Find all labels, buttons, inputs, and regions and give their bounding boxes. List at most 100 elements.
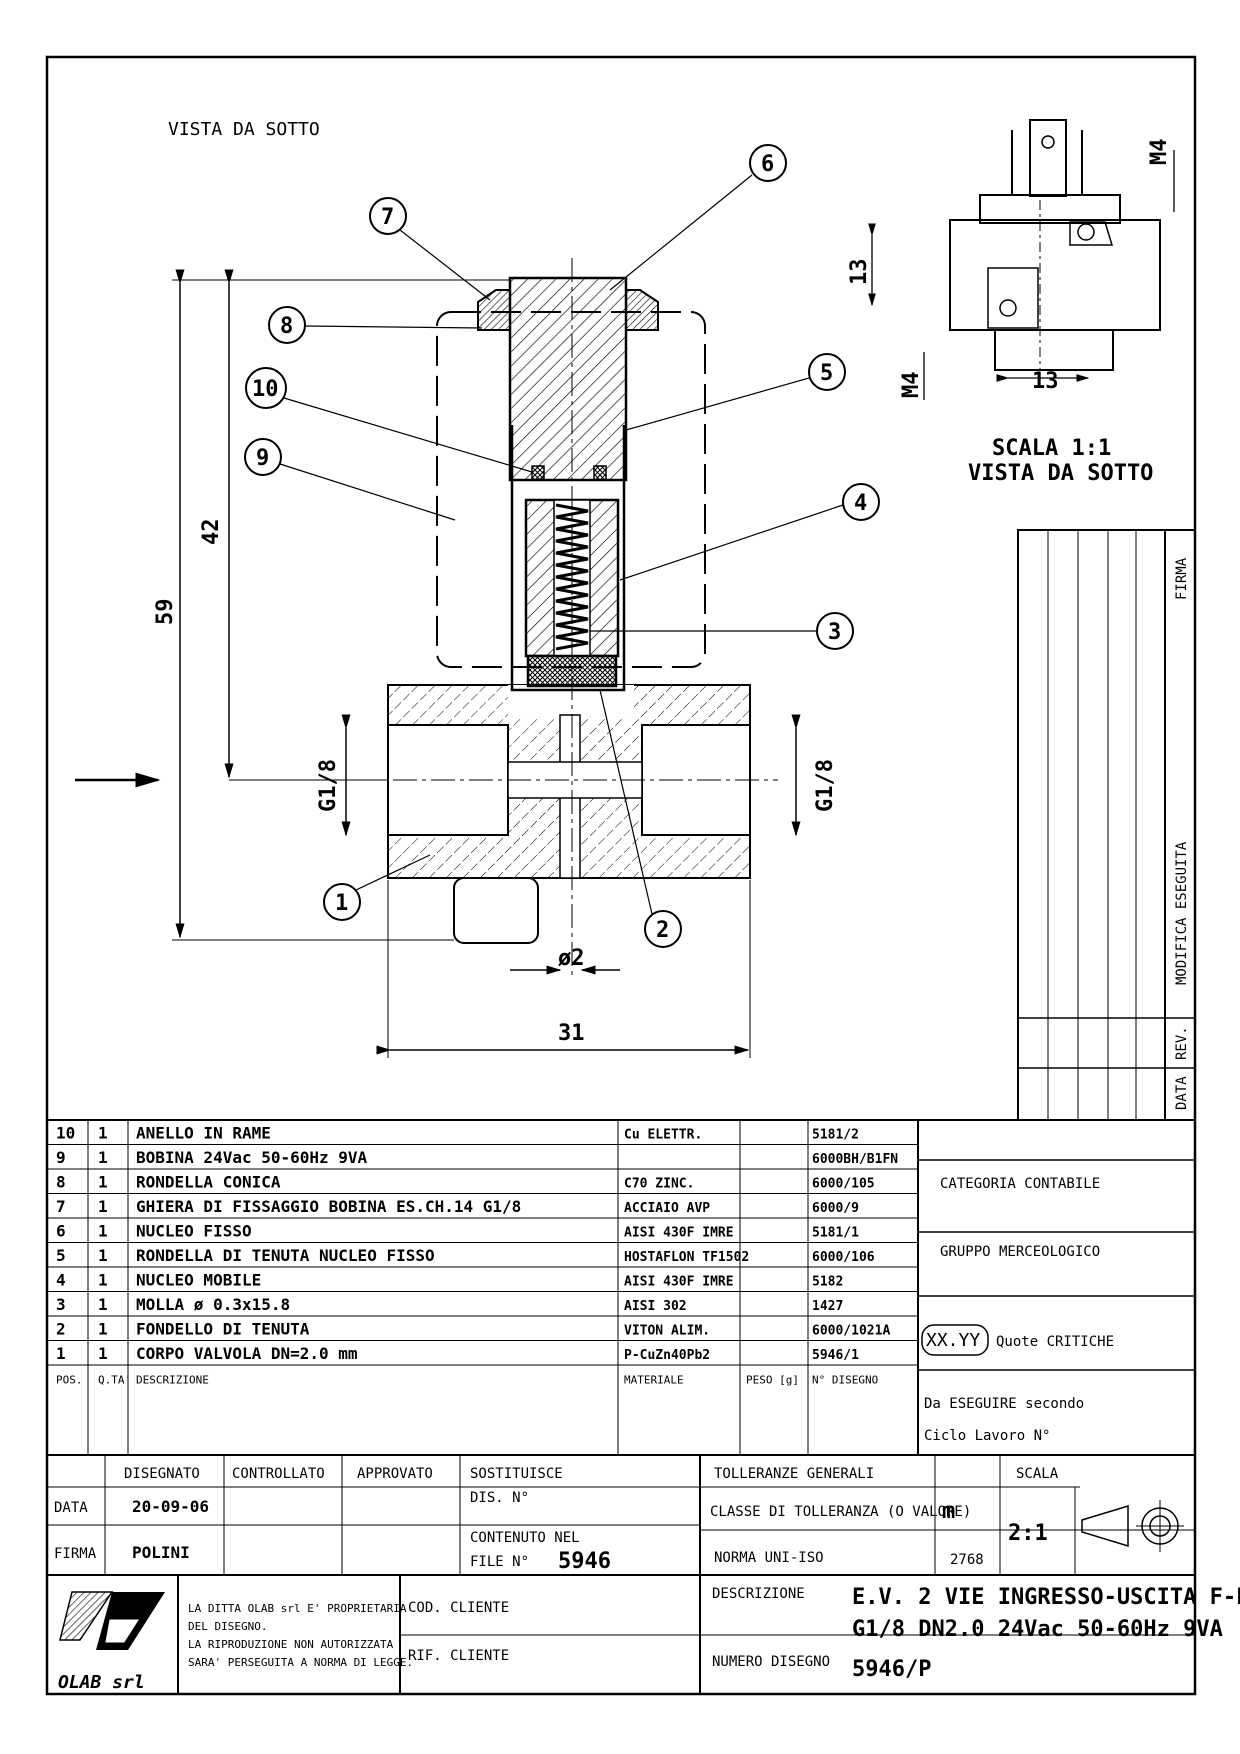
date-value: 20-09-06 (132, 1497, 209, 1516)
cod-cliente-label: COD. CLIENTE (408, 1600, 509, 1616)
bom-cell-qty: 1 (98, 1246, 108, 1265)
sostituisce-label: SOSTITUISCE (470, 1466, 563, 1482)
balloon-4: 4 (619, 483, 880, 581)
dim-phi2: ø2 (558, 946, 585, 971)
view-label-main: VISTA DA SOTTO (168, 119, 320, 140)
balloon-9: 9 (244, 438, 456, 521)
bom-cell-qty: 1 (98, 1124, 108, 1143)
svg-text:2: 2 (656, 918, 669, 943)
classe-label: CLASSE DI TOLLERANZA (O VALORE) (710, 1504, 971, 1520)
view-label-small: VISTA DA SOTTO (968, 461, 1153, 486)
dim-42: 42 (199, 519, 224, 546)
bom-cell-dis: 5182 (812, 1275, 843, 1290)
bom-cell-dis: 6000/1021A (812, 1324, 890, 1339)
bom-header-dis: N° DISEGNO (812, 1374, 878, 1387)
gruppo-label: GRUPPO MERCEOLOGICO (940, 1244, 1100, 1260)
bom-cell-dis: 5181/1 (812, 1226, 859, 1241)
numero-label: NUMERO DISEGNO (712, 1654, 830, 1670)
data-label: DATA (54, 1500, 88, 1516)
balloon-5: 5 (625, 353, 846, 431)
rev-header-modifica: MODIFICA ESEGUITA (1174, 841, 1190, 985)
side-panel: CATEGORIA CONTABILE GRUPPO MERCEOLOGICO … (918, 1159, 1195, 1444)
svg-text:3: 3 (828, 620, 841, 645)
title-block: DISEGNATO CONTROLLATO APPROVATO DATA FIR… (47, 1455, 1240, 1694)
logo-text: OLAB srl (58, 1672, 145, 1693)
bom-cell-qty: 1 (98, 1295, 108, 1314)
bom-cell-dis: 5946/1 (812, 1348, 859, 1363)
balloon-3: 3 (590, 612, 854, 650)
main-section-view: VISTA DA SOTTO (75, 119, 880, 1058)
file-n-label: FILE N° (470, 1554, 529, 1570)
bom-cell-mat: VITON ALIM. (624, 1324, 710, 1339)
quote-label: Quote CRITICHE (996, 1334, 1114, 1350)
controllato-label: CONTROLLATO (232, 1466, 325, 1482)
bom-cell-pos: 1 (56, 1344, 66, 1363)
copyright-1: LA DITTA OLAB srl E' PROPRIETARIA (188, 1602, 407, 1615)
spring (555, 503, 589, 651)
svg-text:6: 6 (761, 152, 774, 177)
bom-cell-qty: 1 (98, 1344, 108, 1363)
file-value: 5946 (558, 1549, 611, 1574)
scala-value: 2:1 (1008, 1521, 1048, 1546)
bom-cell-mat: C70 ZINC. (624, 1177, 694, 1192)
valve-body (387, 684, 751, 944)
dim-g18-left: G1/8 (316, 759, 341, 812)
dis-n-label: DIS. N° (470, 1490, 529, 1506)
bom-cell-desc: ANELLO IN RAME (136, 1124, 271, 1143)
bom-header-pos: POS. (56, 1374, 83, 1387)
balloon-1: 1 (323, 854, 431, 921)
bom-cell-pos: 8 (56, 1173, 66, 1192)
bom-cell-pos: 6 (56, 1222, 66, 1241)
eseguire-label: Da ESEGUIRE secondo (924, 1396, 1084, 1412)
svg-text:10: 10 (252, 377, 279, 402)
svg-text:4: 4 (854, 491, 867, 516)
bom-cell-pos: 10 (56, 1124, 75, 1143)
bom-cell-mat: AISI 430F IMRE (624, 1226, 734, 1241)
drawing-number: 5946/P (852, 1657, 931, 1682)
bom-header-desc: DESCRIZIONE (136, 1374, 209, 1387)
balloon-2: 2 (599, 689, 682, 948)
dim-59: 59 (153, 599, 178, 626)
dim-13-vert: 13 (847, 259, 872, 286)
norma-value: 2768 (950, 1552, 984, 1568)
bom-header-mat: MATERIALE (624, 1374, 684, 1387)
bom-cell-qty: 1 (98, 1271, 108, 1290)
bom-cell-qty: 1 (98, 1320, 108, 1339)
bom-cell-desc: NUCLEO MOBILE (136, 1271, 261, 1290)
copyright-3: LA RIPRODUZIONE NON AUTORIZZATA (188, 1638, 394, 1651)
bom-cell-dis: 5181/2 (812, 1128, 859, 1143)
disegnato-label: DISEGNATO (124, 1466, 200, 1482)
svg-text:5: 5 (820, 361, 833, 386)
balloon-10: 10 (245, 367, 533, 473)
classe-value: m (942, 1499, 955, 1524)
bom-cell-mat: AISI 302 (624, 1299, 687, 1314)
approvato-label: APPROVATO (357, 1466, 433, 1482)
rev-header-rev: REV. (1174, 1026, 1190, 1060)
fixed-core (508, 276, 628, 482)
bom-cell-dis: 6000/105 (812, 1177, 875, 1192)
bom-cell-dis: 6000/106 (812, 1250, 875, 1265)
bom-cell-mat: ACCIAIO AVP (624, 1201, 710, 1216)
bom-cell-mat: AISI 430F IMRE (624, 1275, 734, 1290)
copyright-2: DEL DISEGNO. (188, 1620, 267, 1633)
quote-box: XX.YY (926, 1330, 980, 1351)
scala-label: SCALA (1016, 1466, 1059, 1482)
bom-cell-qty: 1 (98, 1173, 108, 1192)
bom-cell-pos: 3 (56, 1295, 66, 1314)
bom-cell-pos: 7 (56, 1197, 66, 1216)
dim-m4-bottom: M4 (899, 372, 924, 399)
bom-cell-desc: MOLLA ø 0.3x15.8 (136, 1295, 290, 1314)
ciclo-label: Ciclo Lavoro N° (924, 1428, 1050, 1444)
revision-block: FIRMA MODIFICA ESEGUITA REV. DATA (1017, 529, 1196, 1121)
norma-label: NORMA UNI-ISO (714, 1550, 824, 1566)
bom-cell-mat: HOSTAFLON TF1502 (624, 1250, 749, 1265)
description-line-2: G1/8 DN2.0 24Vac 50-60Hz 9VA (852, 1617, 1223, 1642)
bom-cell-pos: 2 (56, 1320, 66, 1339)
projection-symbol-icon (1081, 1500, 1184, 1552)
bom-cell-qty: 1 (98, 1148, 108, 1167)
rif-cliente-label: RIF. CLIENTE (408, 1648, 509, 1664)
bom-cell-desc: RONDELLA DI TENUTA NUCLEO FISSO (136, 1246, 435, 1265)
balloon-7: 7 (369, 197, 491, 301)
